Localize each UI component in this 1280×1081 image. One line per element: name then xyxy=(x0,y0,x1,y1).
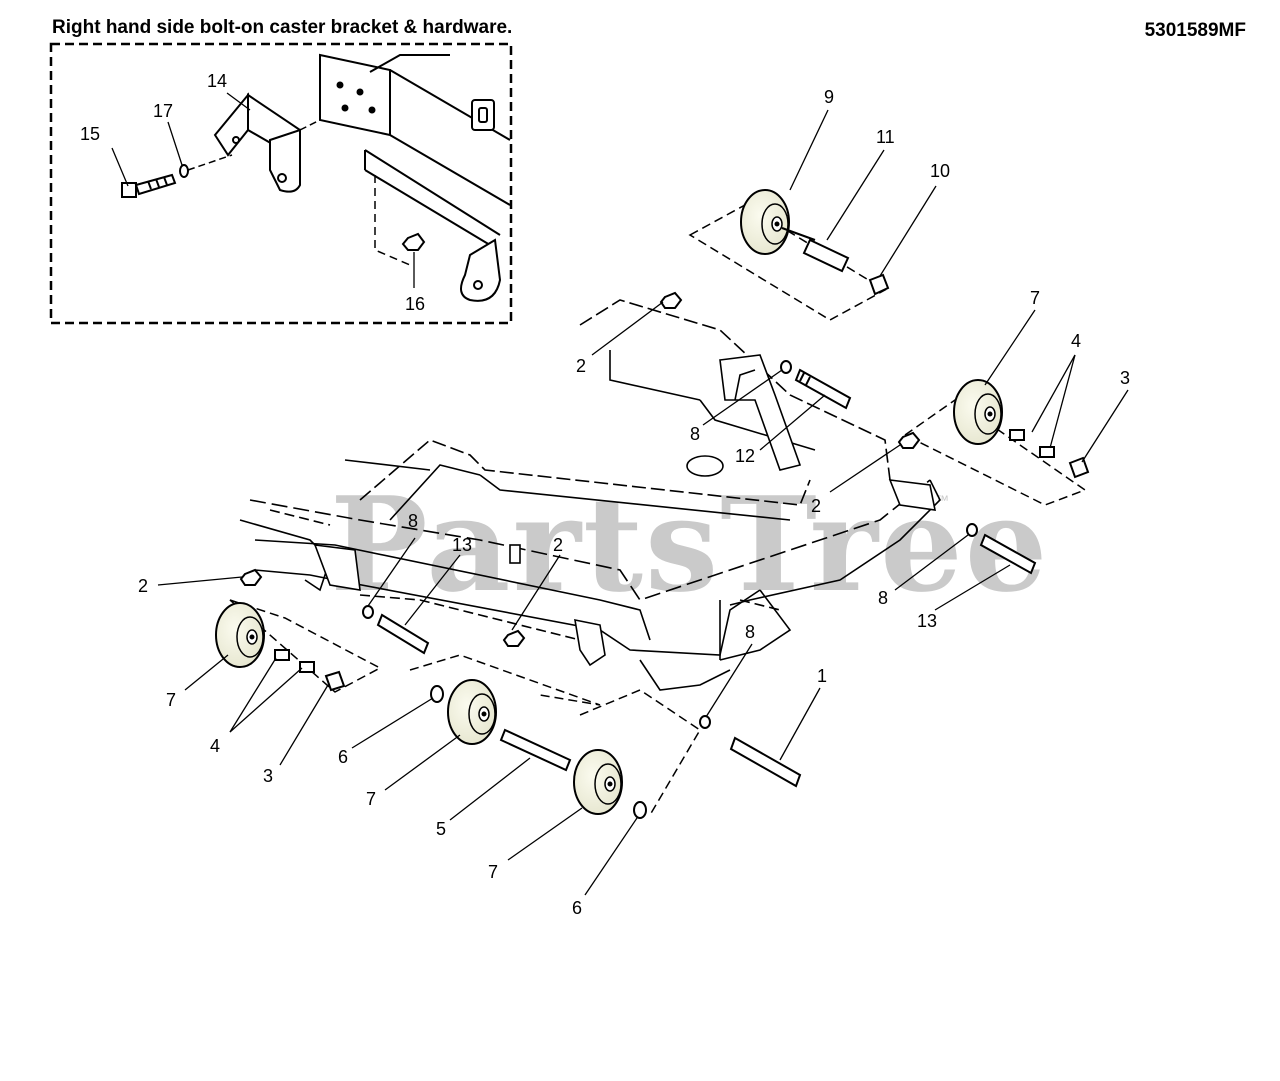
caster-bracket xyxy=(213,92,301,193)
callout-2: 2 xyxy=(553,535,563,555)
callout-17: 17 xyxy=(153,101,173,121)
inset-detail xyxy=(49,42,513,325)
callout-12: 12 xyxy=(735,446,755,466)
callout-13: 13 xyxy=(917,611,937,631)
nut xyxy=(374,175,426,266)
bolts xyxy=(239,291,1037,788)
callout-8: 8 xyxy=(745,622,755,642)
callout-7: 7 xyxy=(166,690,176,710)
callout-9: 9 xyxy=(824,87,834,107)
callout-2: 2 xyxy=(811,496,821,516)
callout-7: 7 xyxy=(366,789,376,809)
wheel-assembly-rear xyxy=(688,189,890,321)
callout-7: 7 xyxy=(488,862,498,882)
callout-13: 13 xyxy=(452,535,472,555)
callout-3: 3 xyxy=(263,766,273,786)
wheel-assembly-right xyxy=(903,379,1090,506)
callout-14: 14 xyxy=(207,71,227,91)
callout-8: 8 xyxy=(408,511,418,531)
callout-16: 16 xyxy=(405,294,425,314)
callout-11: 11 xyxy=(876,127,895,147)
deck-rail xyxy=(319,53,511,302)
callout-8: 8 xyxy=(878,588,888,608)
watermark: PartsTree ™ xyxy=(330,468,1049,621)
callout-2: 2 xyxy=(576,356,586,376)
callout-15: 15 xyxy=(80,124,100,144)
leader-lines xyxy=(111,92,1129,896)
watermark-text: PartsTree xyxy=(330,468,1049,621)
callout-labels: 15 17 14 16 9 11 10 2 8 12 7 4 3 2 8 13 … xyxy=(80,71,1130,918)
callout-6: 6 xyxy=(338,747,348,767)
wheel-assembly-left xyxy=(215,599,382,693)
callout-10: 10 xyxy=(930,161,950,181)
callout-4: 4 xyxy=(210,736,220,756)
inset-title: Right hand side bolt-on caster bracket &… xyxy=(52,17,513,38)
wheel-assembly-front xyxy=(409,654,702,819)
callout-8: 8 xyxy=(690,424,700,444)
callout-6: 6 xyxy=(572,898,582,918)
drawing-number: 5301589MF xyxy=(1144,20,1246,41)
callout-7: 7 xyxy=(1030,288,1040,308)
deck-frame xyxy=(239,299,941,691)
callout-2: 2 xyxy=(138,576,148,596)
bolt-and-washer xyxy=(121,119,321,198)
callout-5: 5 xyxy=(436,819,446,839)
callout-4: 4 xyxy=(1071,331,1081,351)
callout-1: 1 xyxy=(817,666,827,686)
callout-3: 3 xyxy=(1120,368,1130,388)
